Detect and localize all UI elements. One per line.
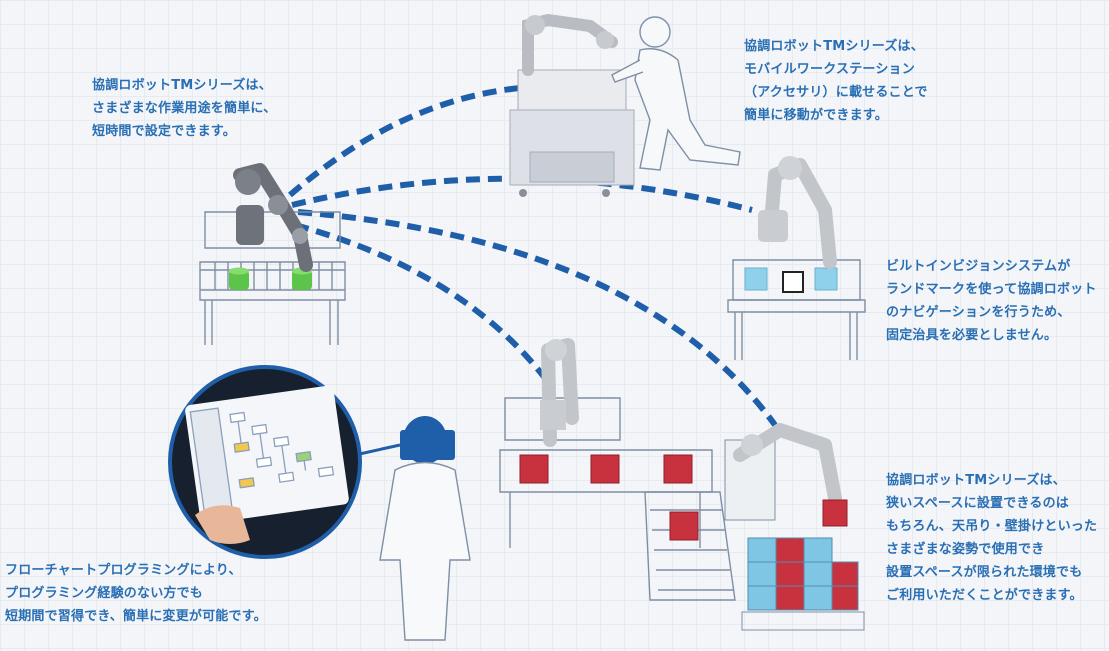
caption-line: 協調ロボットTMシリーズは、 bbox=[744, 39, 924, 54]
caption-line: フローチャートプログラミングにより、 bbox=[5, 563, 242, 578]
caption-line: 固定治具を必要としません。 bbox=[886, 328, 1058, 343]
caption-line: ビルトインビジョンシステムが bbox=[886, 259, 1071, 274]
dashed-link-far bbox=[297, 209, 778, 427]
caption-easy-setup: 協調ロボットTMシリーズは、 さまざまな作業用途を簡単に、 短時間で設定できます… bbox=[92, 74, 276, 143]
palletizer bbox=[724, 423, 865, 631]
vision-workstation bbox=[727, 259, 866, 360]
caption-installation: 協調ロボットTMシリーズは、 狭いスペースに設置できるのは もちろん、天吊り・壁… bbox=[886, 469, 1097, 607]
caption-line: モバイルワークステーション bbox=[744, 62, 915, 77]
dashed-link-center bbox=[294, 222, 548, 380]
caption-line: さまざまな作業用途を簡単に、 bbox=[92, 101, 277, 116]
caption-line: 簡単に移動ができます。 bbox=[744, 108, 888, 123]
caption-line: 協調ロボットTMシリーズは、 bbox=[92, 78, 272, 93]
caption-line: 設置スペースが限られた環境でも bbox=[886, 565, 1083, 580]
caption-vision-system: ビルトインビジョンシステムが ランドマークを使って協調ロボット のナビゲーション… bbox=[886, 255, 1097, 347]
caption-line: もちろん、天吊り・壁掛けといった bbox=[886, 519, 1098, 534]
caption-mobile-workstation: 協調ロボットTMシリーズは、 モバイルワークステーション （アクセサリ）に載せる… bbox=[744, 35, 928, 127]
robot-arm-icon bbox=[758, 156, 837, 269]
operator-icon bbox=[611, 16, 741, 171]
caption-line: 短期間で習得でき、簡単に変更が可能です。 bbox=[5, 609, 267, 624]
caption-line: ご利用いただくことができます。 bbox=[886, 588, 1083, 603]
robot-arm-icon bbox=[540, 338, 579, 447]
red-boxes bbox=[519, 454, 699, 541]
vision-parts bbox=[744, 267, 838, 293]
caption-line: 狭いスペースに設置できるのは bbox=[886, 496, 1069, 511]
robot-arm-icon bbox=[233, 163, 313, 272]
green-parts bbox=[229, 267, 312, 290]
center-conveyor bbox=[499, 397, 736, 601]
caption-line: ランドマークを使って協調ロボット bbox=[886, 282, 1097, 297]
caption-line: （アクセサリ）に載せることで bbox=[744, 85, 928, 100]
dashed-link-top bbox=[288, 85, 521, 198]
caption-line: プログラミング経験のない方でも bbox=[5, 586, 204, 601]
caption-line: のナビゲーションを行うため、 bbox=[886, 305, 1071, 320]
tablet-icon bbox=[168, 365, 401, 559]
caption-flowchart-programming: フローチャートプログラミングにより、 プログラミング経験のない方でも 短期間で習… bbox=[5, 559, 267, 628]
caption-line: 短時間で設定できます。 bbox=[92, 124, 236, 139]
caption-line: さまざまな姿勢で使用でき bbox=[886, 542, 1045, 557]
mobile-workstation-icon bbox=[509, 13, 635, 197]
caption-line: 協調ロボットTMシリーズは、 bbox=[886, 473, 1066, 488]
operator-icon bbox=[379, 416, 471, 641]
